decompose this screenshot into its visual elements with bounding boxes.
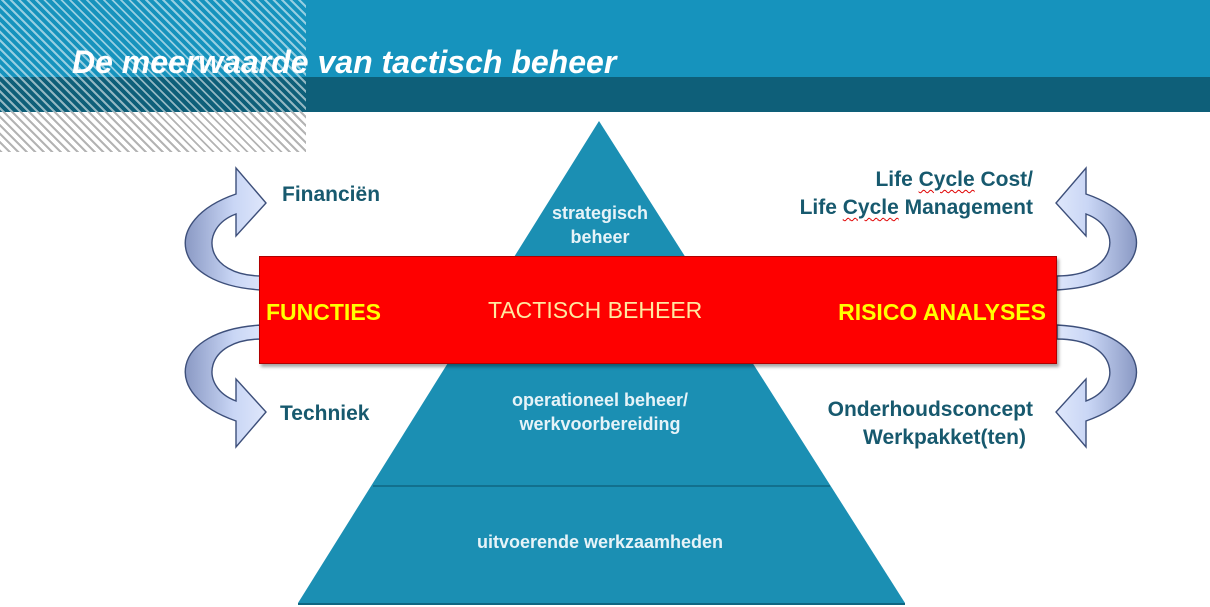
lcc-cycle-word: Cycle [918, 168, 975, 191]
band-left-label: FUNCTIES [266, 299, 381, 325]
tactisch-beheer-band: FUNCTIES TACTISCH BEHEER RISICO ANALYSES [259, 256, 1057, 364]
label-werkpakketten: Werkpakket(ten) [863, 426, 1026, 449]
label-techniek: Techniek [280, 402, 370, 425]
curved-arrow-left-bottom-icon [184, 324, 267, 449]
band-right-label: RISICO ANALYSES [838, 299, 1046, 325]
stripe-pattern [0, 112, 306, 152]
pyramid-top-line2: beheer [570, 227, 630, 247]
lcc-suffix: Cost/ [974, 168, 1033, 191]
label-onderhoudsconcept: Onderhoudsconcept [827, 398, 1033, 421]
label-financien: Financiën [282, 183, 381, 206]
pyramid-top-label: strategisch beheer [530, 201, 670, 249]
band-center-label: TACTISCH BEHEER [488, 297, 703, 323]
pyramid-middle-line1: operationeel beheer/ [511, 390, 689, 410]
slide-title: De meerwaarde van tactisch beheer [72, 44, 617, 80]
pyramid-bottom-label: uitvoerende werkzaamheden [476, 532, 724, 552]
label-life-cycle-management: Life Cycle Management [800, 196, 1033, 220]
curved-arrow-right-bottom-icon [1055, 324, 1138, 449]
pyramid-top-line1: strategisch [551, 203, 649, 223]
pyramid-middle-line2: werkvoorbereiding [519, 414, 681, 434]
label-life-cycle-cost: Life Cycle Cost/ [875, 168, 1033, 192]
lcc-prefix: Life [875, 168, 919, 191]
pyramid-middle-label: operationeel beheer/ werkvoorbereiding [470, 388, 730, 436]
lcm-prefix: Life [799, 196, 843, 219]
curved-arrow-left-top-icon [184, 166, 267, 291]
curved-arrow-right-top-icon [1055, 166, 1138, 291]
lcm-cycle-word: Cycle [842, 196, 899, 219]
lcm-suffix: Management [898, 196, 1033, 219]
